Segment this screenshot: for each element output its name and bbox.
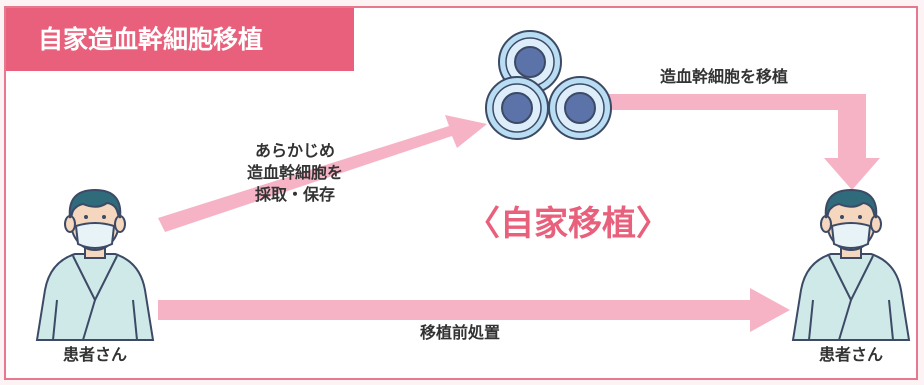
transplant-arrow [602, 94, 880, 190]
diagram-title: 自家造血幹細胞移植 [6, 8, 354, 71]
collect-arrow [158, 115, 487, 232]
collect-label-line1: あらかじめ [254, 141, 335, 160]
collect-label-line3: 採取・保存 [254, 185, 335, 204]
stem-cells-icon [485, 30, 612, 140]
stem-cell [485, 76, 549, 140]
headline: 〈自家移植〉 [466, 204, 670, 244]
transplant-label: 造血幹細胞を移植 [660, 67, 789, 86]
patient-icon [35, 188, 155, 341]
left-patient-label: 患者さん [62, 345, 127, 364]
stem-cell [548, 76, 612, 140]
right-patient-label: 患者さん [818, 345, 883, 364]
pretreatment-arrow [158, 288, 790, 332]
pretreatment-label: 移植前処置 [419, 323, 500, 342]
patient-icon [791, 188, 911, 341]
collect-label-line2: 造血幹細胞を [246, 163, 343, 182]
collect-label: あらかじめ 造血幹細胞を 採取・保存 [225, 140, 365, 206]
